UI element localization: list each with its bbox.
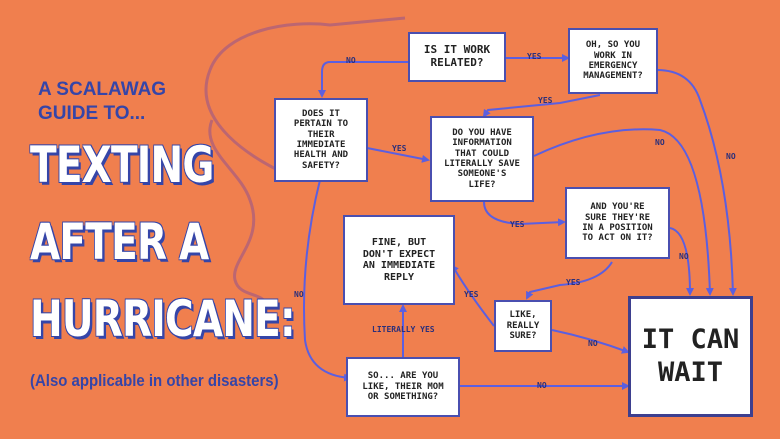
edge-life-yes: [483, 201, 566, 227]
label-yes: YES: [538, 96, 553, 105]
edge-health-yes: [366, 147, 430, 163]
edge-health-no: [303, 179, 352, 382]
node-is-it-work-related: IS IT WORK RELATED?: [408, 32, 506, 82]
edge-really-yes: [450, 264, 495, 327]
node-health-and-safety: DOES IT PERTAIN TO THEIR IMMEDIATE HEALT…: [274, 98, 368, 182]
title-note: (Also applicable in other disasters): [30, 371, 279, 390]
label-no: NO: [294, 290, 304, 299]
node-it-can-wait: IT CAN WAIT: [628, 296, 753, 417]
label-no: NO: [726, 152, 736, 161]
label-yes: YES: [527, 52, 542, 61]
edge-position-yes: [526, 261, 613, 300]
edge-position-no: [669, 227, 694, 296]
label-yes: YES: [510, 220, 525, 229]
label-yes: YES: [464, 290, 479, 299]
node-their-mom: SO... ARE YOU LIKE, THEIR MOM OR SOMETHI…: [346, 357, 460, 417]
label-yes: YES: [566, 278, 581, 287]
edge-really-no: [551, 329, 630, 354]
label-yes: YES: [392, 144, 407, 153]
title-line-2: AFTER A: [30, 213, 209, 271]
subtitle: A SCALAWAG GUIDE TO...: [38, 79, 167, 124]
label-no: NO: [655, 138, 665, 147]
edge-life-no: [533, 128, 714, 296]
edge-emergency-yes: [482, 94, 601, 118]
label-no: NO: [537, 381, 547, 390]
decorative-doodle: [204, 16, 406, 310]
label-no: NO: [588, 339, 598, 348]
node-emergency-management: OH, SO YOU WORK IN EMERGENCY MANAGEMENT?: [568, 28, 658, 94]
label-no: NO: [679, 252, 689, 261]
title-line-1: TEXTING: [30, 136, 214, 194]
label-literally-yes: LITERALLY YES: [372, 325, 435, 334]
label-no: NO: [346, 56, 356, 65]
node-really-sure: LIKE, REALLY SURE?: [494, 300, 552, 352]
node-fine-but: FINE, BUT DON'T EXPECT AN IMMEDIATE REPL…: [343, 215, 455, 305]
node-position-to-act: AND YOU'RE SURE THEY'RE IN A POSITION TO…: [565, 187, 670, 259]
title-line-3: HURRICANE:: [30, 290, 296, 348]
edge-emergency-no: [656, 69, 737, 296]
edge-work-no: [318, 61, 408, 98]
node-save-a-life: DO YOU HAVE INFORMATION THAT COULD LITER…: [430, 116, 534, 202]
